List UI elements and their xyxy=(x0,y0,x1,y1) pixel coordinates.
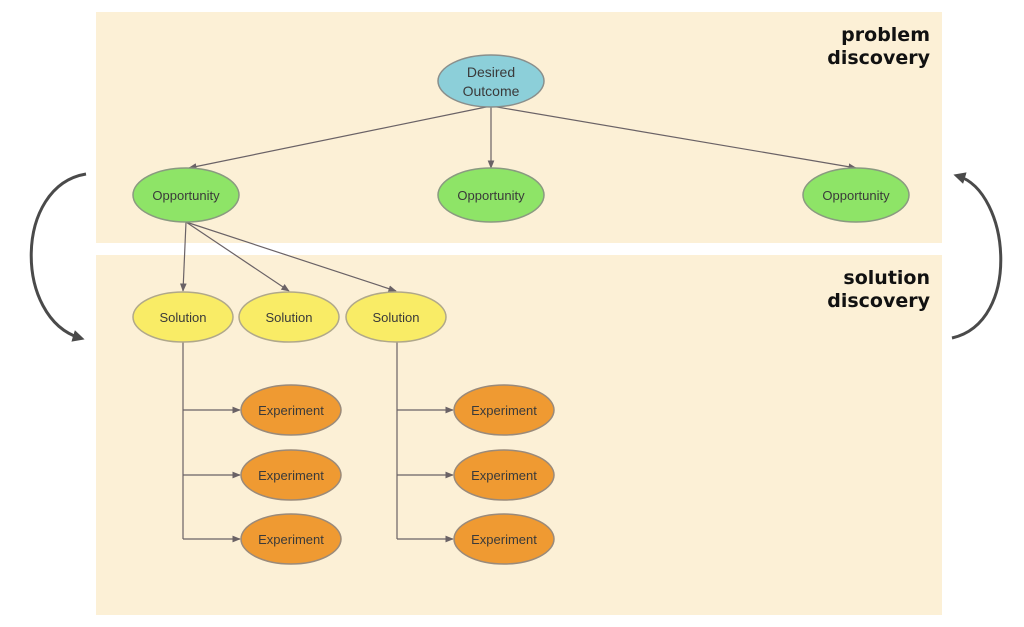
problem-discovery-label: problem discovery xyxy=(827,24,930,70)
connector-opportunity-solution-1 xyxy=(179,221,187,292)
connectors-outcome xyxy=(188,105,857,171)
solution-discovery-label: solution discovery xyxy=(827,267,930,313)
experiment-node: Experiment xyxy=(453,384,555,436)
left-cycle-arrow-icon xyxy=(29,172,87,342)
opportunity-node: Opportunity xyxy=(802,167,910,223)
connector-outcome-opportunity-1 xyxy=(188,105,492,170)
solution-label-line1: solution xyxy=(843,267,930,289)
experiment-label: Experiment xyxy=(258,532,324,547)
connectors-solution xyxy=(182,342,454,543)
opportunity-label: Opportunity xyxy=(152,188,220,203)
connectors-opportunity xyxy=(179,221,397,292)
opportunity-node: Opportunity xyxy=(132,167,240,223)
solution-label: Solution xyxy=(160,310,207,325)
experiment-node: Experiment xyxy=(453,513,555,565)
solution-node: Solution xyxy=(345,291,447,343)
experiment-node: Experiment xyxy=(240,384,342,436)
problem-label-line2: discovery xyxy=(827,47,930,69)
desired-outcome-node: Desired Outcome xyxy=(437,54,545,108)
solution-label-line2: discovery xyxy=(827,290,930,312)
solution-node: Solution xyxy=(132,291,234,343)
opportunity-label: Opportunity xyxy=(822,188,890,203)
opportunity-label: Opportunity xyxy=(457,188,525,203)
connector-opportunity-solution-2 xyxy=(185,221,290,292)
right-cycle-arrow-icon xyxy=(951,172,1003,340)
experiment-node: Experiment xyxy=(240,449,342,501)
experiment-label: Experiment xyxy=(258,468,324,483)
solution-label: Solution xyxy=(373,310,420,325)
connector-opportunity-solution-3 xyxy=(185,221,397,292)
connector-outcome-opportunity-3 xyxy=(490,105,857,171)
experiment-label: Experiment xyxy=(471,532,537,547)
solution-node: Solution xyxy=(238,291,340,343)
problem-label-line1: problem xyxy=(841,24,930,46)
experiment-label: Experiment xyxy=(258,403,324,418)
experiment-node: Experiment xyxy=(240,513,342,565)
opportunity-node: Opportunity xyxy=(437,167,545,223)
desired-outcome-line2: Outcome xyxy=(463,83,520,99)
experiment-node: Experiment xyxy=(453,449,555,501)
experiment-label: Experiment xyxy=(471,468,537,483)
desired-outcome-line1: Desired xyxy=(467,64,515,80)
solution-label: Solution xyxy=(266,310,313,325)
experiment-label: Experiment xyxy=(471,403,537,418)
